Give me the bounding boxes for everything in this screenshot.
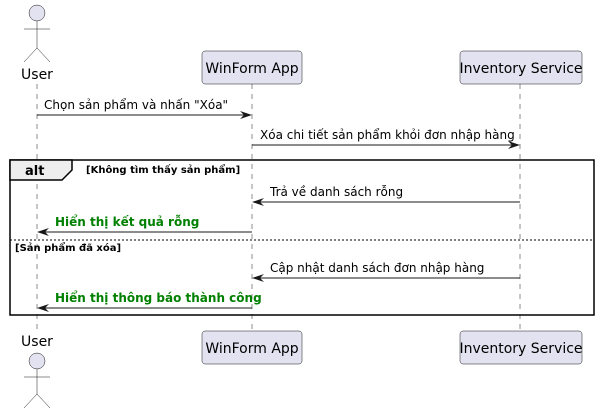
- participant-winform-bottom-box: [201, 330, 303, 365]
- message-2-arrowhead: [508, 141, 520, 149]
- message-6-label: Hiển thị thông báo thành công: [55, 290, 262, 305]
- participant-inventory-top: Inventory Service: [459, 61, 582, 77]
- alt-fragment-tab: [9, 159, 73, 181]
- message-3-label: Trả về danh sách rỗng: [269, 185, 403, 199]
- message-1-arrowhead: [240, 111, 252, 119]
- message-4-label: Hiển thị kết quả rỗng: [55, 214, 199, 229]
- message-5-arrowhead: [252, 274, 264, 282]
- alt-fragment: [9, 159, 595, 316]
- alt-guard-2: [Sản phẩm đã xóa]: [15, 241, 121, 254]
- participant-winform-bottom: WinForm App: [205, 341, 298, 357]
- message-4-arrowhead: [37, 228, 49, 236]
- participant-winform-top: WinForm App: [205, 61, 298, 77]
- alt-guard-1: [Không tìm thấy sản phẩm]: [86, 163, 240, 176]
- participant-winform-top-box: [201, 50, 303, 85]
- message-1-label: Chọn sản phẩm và nhấn "Xóa": [44, 98, 228, 112]
- actor-user-top-icon: [23, 4, 51, 63]
- participant-user-top: User: [21, 67, 53, 83]
- participant-inventory-bottom-box: [459, 330, 583, 365]
- participant-inventory-bottom: Inventory Service: [459, 341, 582, 357]
- participant-inventory-top-box: [459, 50, 583, 85]
- actor-user-bottom-icon: [23, 352, 51, 409]
- message-3-arrowhead: [252, 198, 264, 206]
- message-2-label: Xóa chi tiết sản phẩm khỏi đơn nhập hàng: [260, 128, 515, 142]
- message-5-label: Cập nhật danh sách đơn nhập hàng: [270, 261, 484, 275]
- alt-keyword: alt: [25, 164, 44, 179]
- participant-user-bottom: User: [21, 334, 53, 350]
- message-6-arrowhead: [37, 304, 49, 312]
